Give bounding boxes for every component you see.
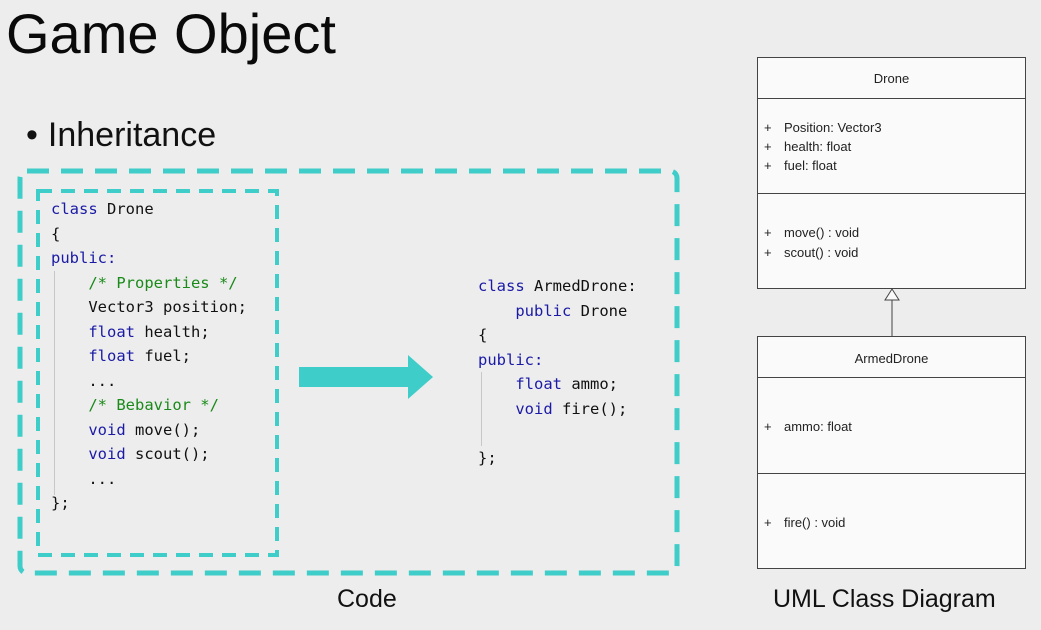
code-line: { [51,224,61,243]
code-block-armed-drone: class ArmedDrone: public Drone { public: f… [478,274,637,470]
code-block-drone: class Drone { public: /* Properties */ Vec… [51,197,247,516]
code-line: float fuel; [88,347,191,365]
uml-attributes-section [758,377,1025,378]
code-line: void move(); [88,420,201,439]
indent-guide-right [481,372,482,446]
uml-attribute: +ammo: float [764,419,852,434]
uml-attributes-section [758,98,1025,99]
code-line: float ammo; [515,375,618,393]
code-line: void scout(); [88,445,210,463]
inheritance-arrow [299,355,433,399]
code-line: void fire(); [515,399,628,418]
uml-method: +fire() : void [764,515,846,530]
outer-dashed-frame [17,168,680,576]
uml-class-name: Drone [873,71,910,86]
uml-class-name: ArmedDrone [854,351,929,366]
bullet-point: •Inheritance [26,113,216,157]
uml-methods-section [758,473,1025,474]
code-line: /* Bebavior */ [88,396,219,414]
caption-code: Code [337,585,397,613]
uml-class-armed-drone: ArmedDrone +ammo: float +fire() : void [757,336,1026,569]
uml-attribute: +fuel: float [764,158,837,173]
code-line [478,421,637,446]
uml-attribute: +health: float [764,139,852,154]
code-line: }; [51,494,70,512]
code-line: /* Properties */ [88,273,238,292]
caption-uml: UML Class Diagram [773,585,996,613]
uml-class-drone: Drone +Position: Vector3 +health: float … [757,57,1026,289]
code-line: }; [478,448,497,467]
code-line: public: [478,350,544,369]
code-line: { [478,326,488,344]
bullet-dot: • [26,116,38,154]
code-line: ... [51,371,117,390]
code-line: ... [51,469,117,488]
uml-generalization-triangle-icon [884,288,900,301]
bullet-text: Inheritance [47,116,217,154]
uml-method: +scout() : void [764,245,859,260]
code-line: public: [51,249,117,267]
inner-dashed-frame [36,189,279,557]
uml-method: +move() : void [764,225,860,240]
code-line: Vector3 position; [51,298,247,316]
code-line: class ArmedDrone: [478,277,637,295]
slide-title: Game Object [6,2,336,65]
indent-guide-left [54,271,55,495]
code-line: public Drone [515,301,628,320]
uml-methods-section [758,193,1025,194]
code-line: float health; [88,322,210,341]
uml-attribute: +Position: Vector3 [764,120,882,135]
code-line: class Drone [51,200,154,218]
